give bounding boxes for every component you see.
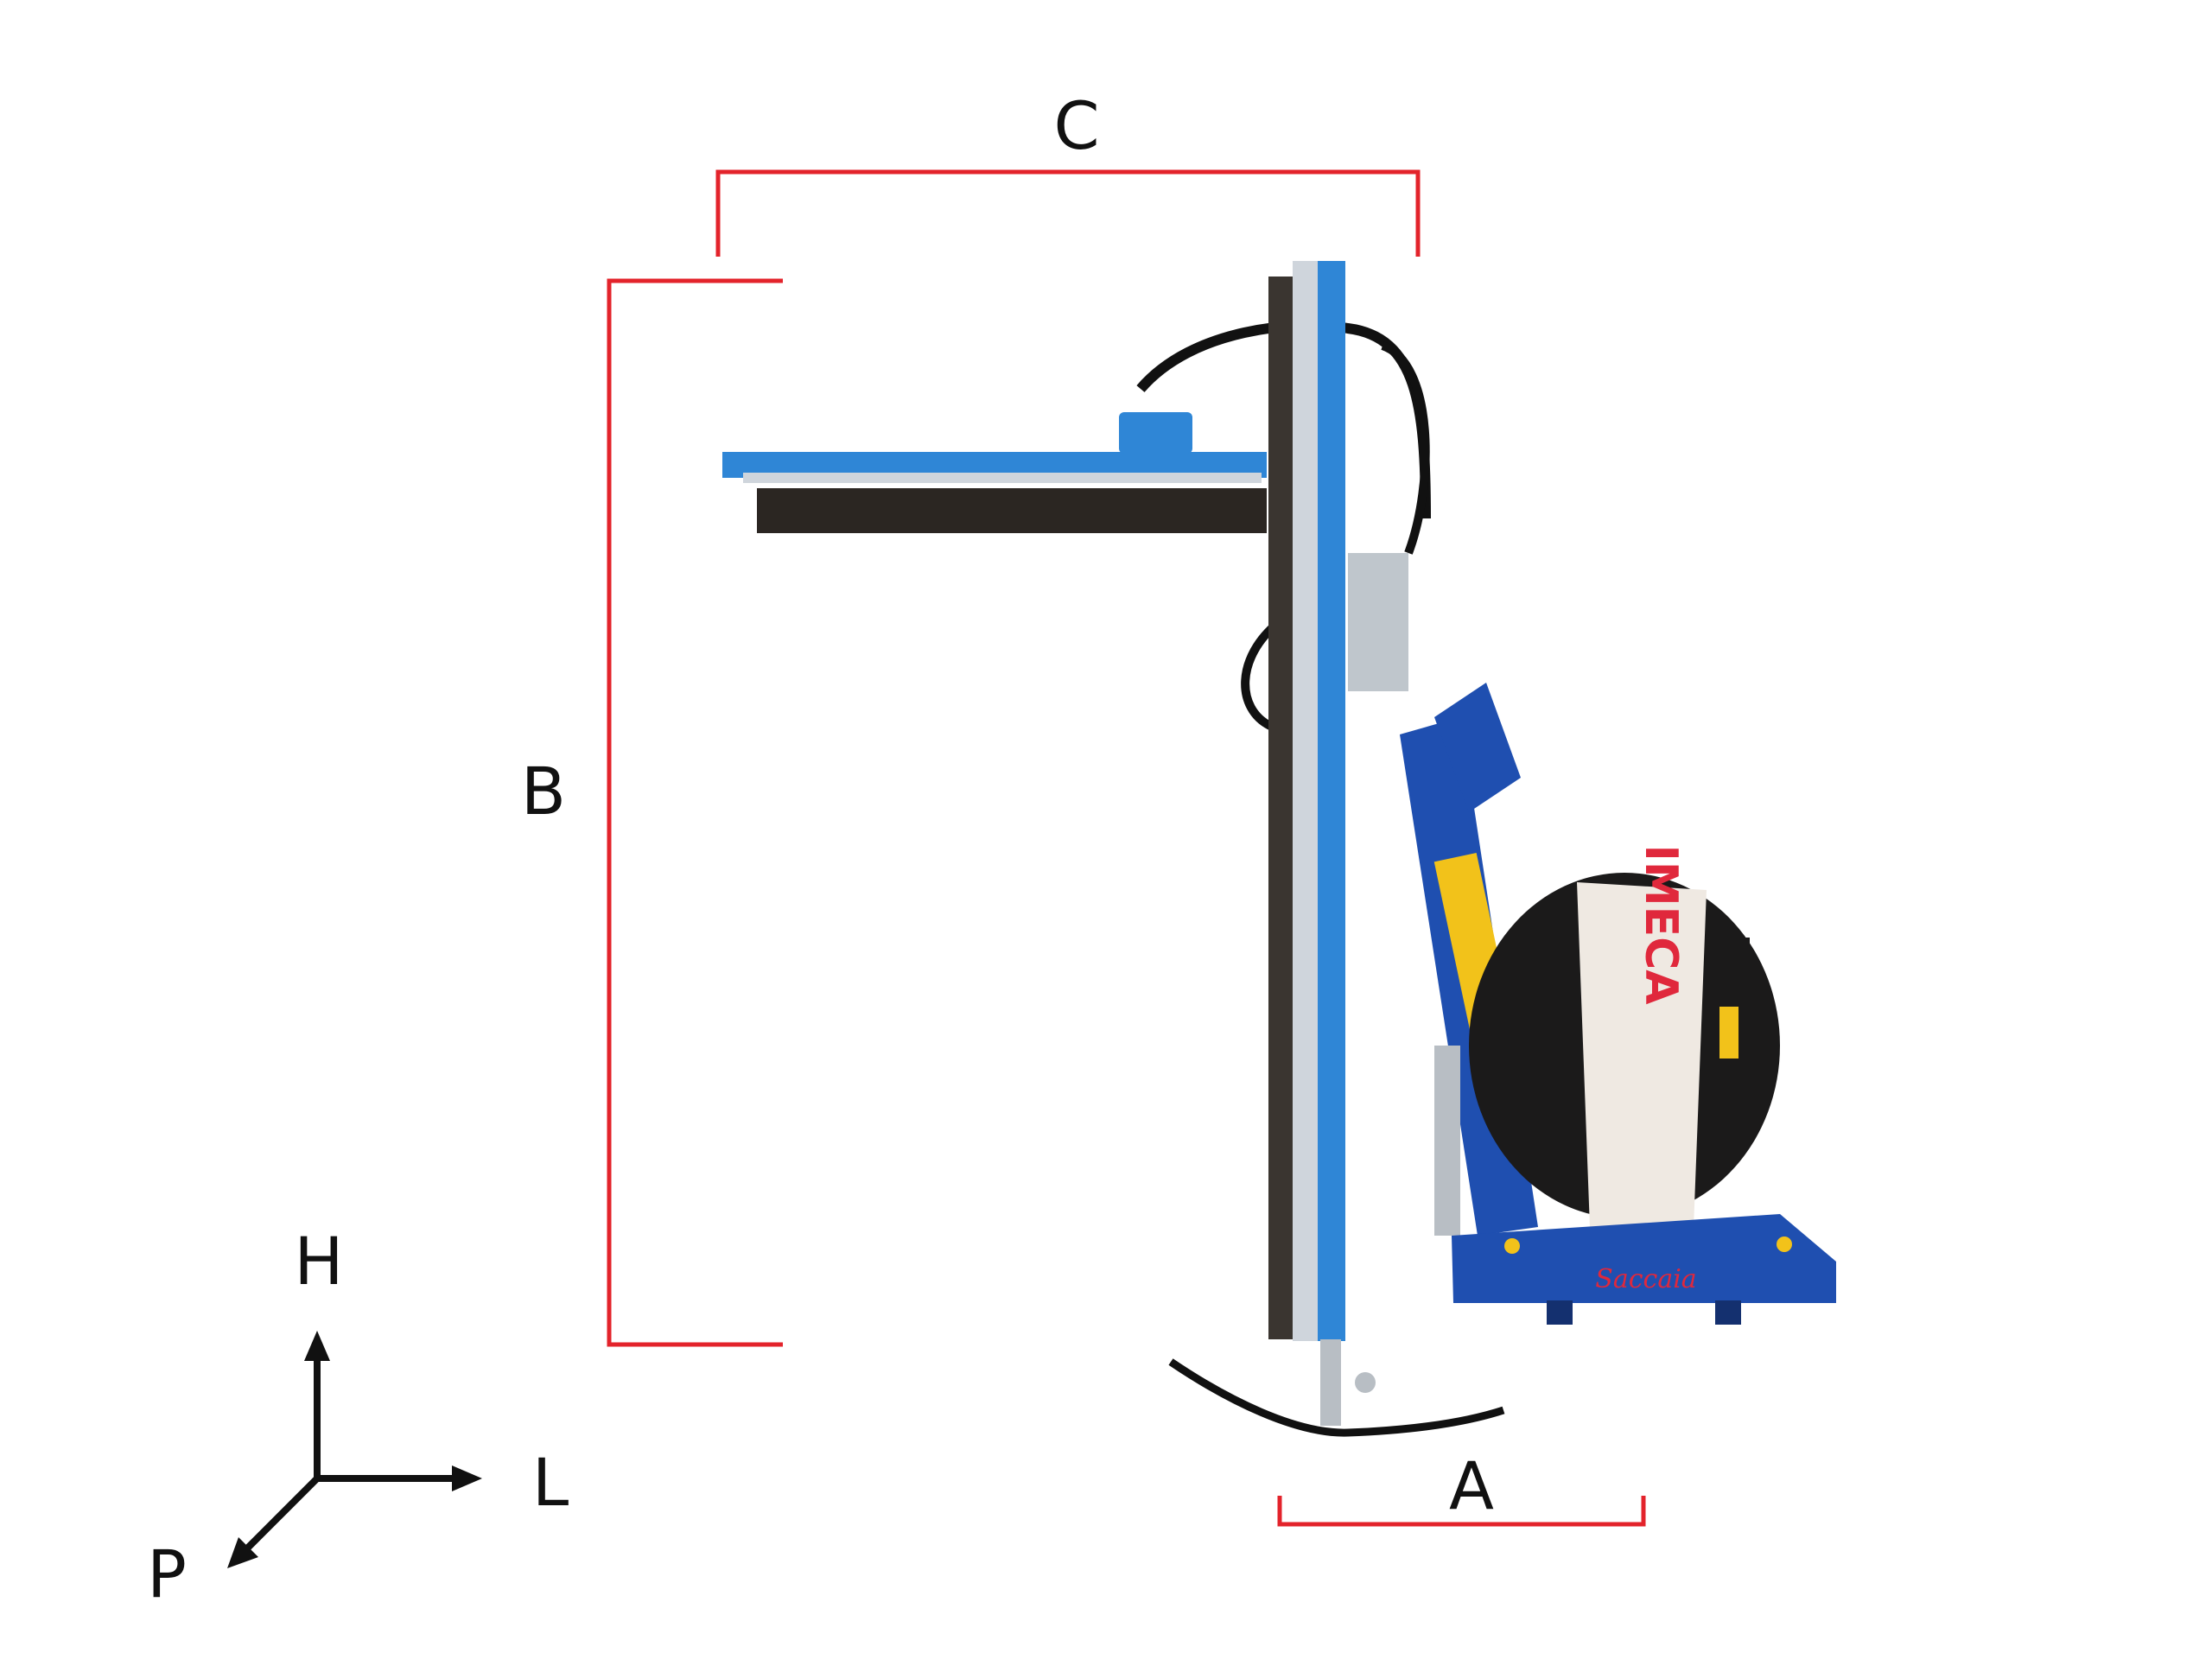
- imeca-logo: IMECA: [1635, 844, 1687, 1004]
- machine-base: [1452, 1214, 1836, 1303]
- axis-p-arrow-icon: [227, 1537, 258, 1568]
- bottom-guard: [1168, 1358, 1505, 1437]
- axis-h-label: H: [294, 1223, 343, 1300]
- vertical-mast: [1318, 261, 1345, 1341]
- vertical-cutter-bar: [1268, 277, 1293, 1339]
- dimension-a-label: A: [1449, 1447, 1494, 1524]
- axis-l-label: L: [532, 1444, 569, 1521]
- axis-h-arrow-icon: [304, 1331, 330, 1361]
- dimension-c: [715, 169, 1421, 257]
- dimension-b-label: B: [521, 753, 566, 830]
- dimension-a: [1277, 1496, 1646, 1527]
- axis-triad: [227, 1331, 482, 1568]
- swivel-joint: [1348, 553, 1408, 691]
- pump-cover: [1577, 882, 1707, 1228]
- saccaia-logo: Saccaia: [1595, 1264, 1696, 1294]
- dimension-b: [607, 278, 783, 1347]
- hydraulic-cylinder: [1434, 1046, 1460, 1236]
- dimension-c-label: C: [1053, 87, 1099, 164]
- axis-l-arrow-icon: [452, 1465, 482, 1491]
- axis-p-label: P: [147, 1535, 187, 1612]
- boom-motor: [1119, 412, 1192, 454]
- hedge-trimmer-machine: IMECA Saccaia: [722, 261, 1836, 1437]
- horizontal-cutter-bar: [757, 488, 1267, 533]
